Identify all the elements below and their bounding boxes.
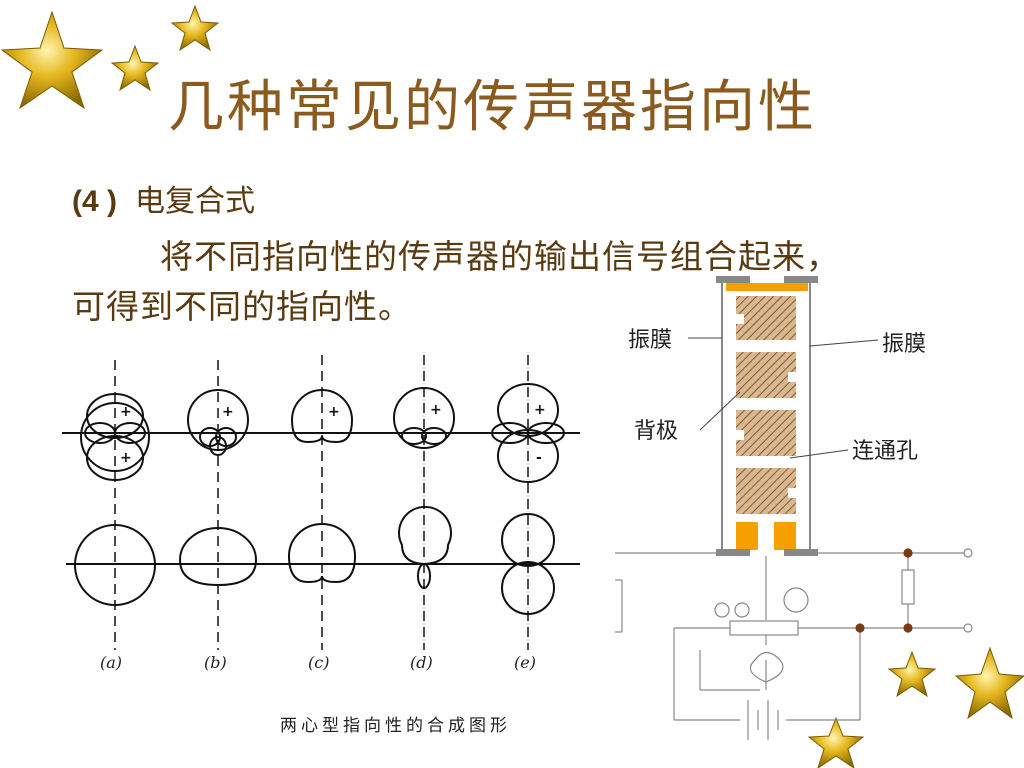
panel-label-c: (c) [308, 653, 329, 672]
star-icon [954, 646, 1024, 720]
star-icon [110, 44, 160, 92]
plus-sign: + [222, 404, 234, 420]
star-icon [0, 10, 104, 110]
mic-cross-section [688, 276, 879, 556]
panel-label-d: (d) [410, 653, 433, 672]
plus-sign: + [430, 402, 442, 418]
plus-sign: + [534, 402, 546, 418]
panel-labels: (a) (b) (c) (d) (e) [100, 653, 536, 672]
panel-label-e: (e) [514, 653, 536, 672]
plus-sign: + [328, 404, 340, 420]
star-icon [170, 4, 220, 52]
section-title: 电复合式 [135, 184, 255, 219]
circuit-diagram [615, 548, 973, 740]
panel-label-b: (b) [204, 653, 227, 672]
decorative-stars [0, 4, 1024, 768]
label-diaphragm-left: 振膜 [628, 328, 672, 353]
star-icon [807, 716, 865, 768]
plus-sign: + [120, 450, 132, 466]
panel-label-a: (a) [100, 653, 122, 672]
polar-pattern-figure [62, 355, 580, 650]
paragraph-line-1: 将不同指向性的传声器的输出信号组合起来， [160, 237, 840, 276]
figure-caption: 两心型指向性的合成图形 [280, 716, 511, 736]
plus-sign: + [120, 404, 132, 420]
label-backplate: 背极 [634, 419, 678, 444]
slide-title: 几种常见的传声器指向性 [168, 75, 817, 140]
polar-signs: + + + + + + - [120, 402, 546, 466]
mic-labels: 振膜 振膜 背极 连通孔 [628, 328, 926, 464]
section-number: (4 ) [72, 185, 117, 218]
label-vent-hole: 连通孔 [852, 439, 918, 464]
label-diaphragm-right: 振膜 [882, 332, 926, 357]
paragraph-line-2: 可得到不同的指向性。 [72, 287, 412, 326]
section-heading: (4 ) 电复合式 [72, 176, 255, 220]
star-icon [887, 650, 937, 698]
minus-sign: - [536, 450, 542, 466]
